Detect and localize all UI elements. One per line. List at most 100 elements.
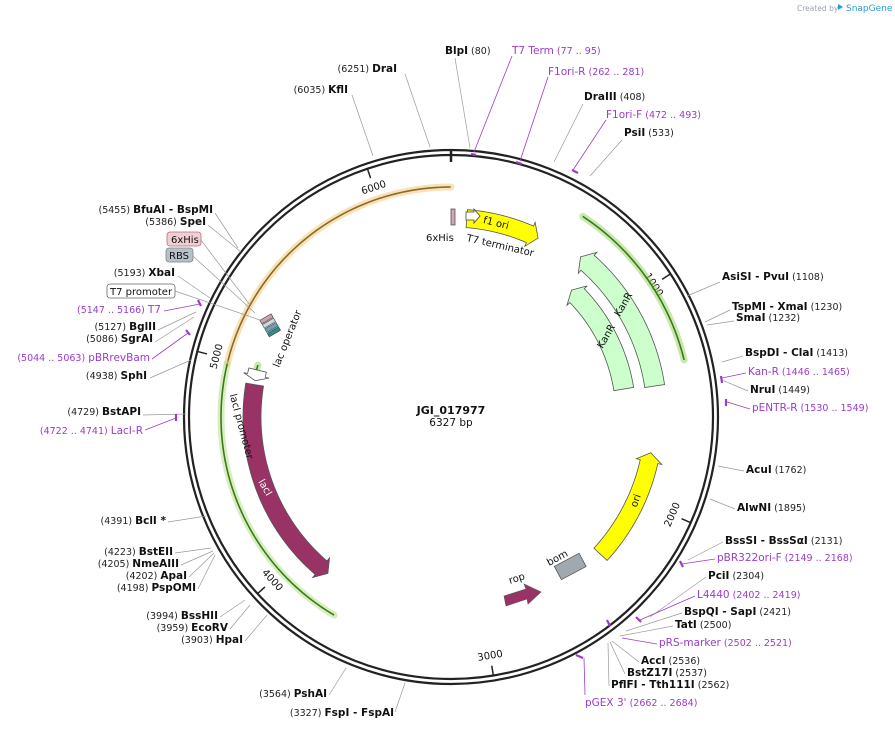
leader-line	[611, 640, 640, 663]
primer-label: (5147 .. 5166) T7	[77, 304, 161, 316]
leader-line	[351, 94, 374, 157]
ruler-tick	[257, 586, 266, 595]
site-label: PsiI (533)	[624, 127, 674, 139]
site-label: BlpI (80)	[445, 45, 491, 57]
credit-brand: SnapGene	[846, 4, 893, 14]
leader-rbs	[192, 255, 256, 314]
feature-arrow-kanr	[566, 285, 635, 392]
primer-mark	[515, 160, 523, 166]
leader-line	[721, 379, 749, 392]
primer-mark	[571, 169, 579, 174]
leader-line	[394, 682, 406, 713]
feature-label: ori	[629, 493, 644, 509]
site-label: (3994) BssHII	[146, 610, 218, 622]
leader-line	[207, 224, 242, 253]
ruler-tick	[197, 350, 208, 355]
leader-line	[197, 554, 216, 590]
leader-line	[454, 57, 471, 149]
site-label: PciI (2304)	[708, 570, 764, 582]
leader-line	[214, 212, 239, 249]
primer-mark	[575, 653, 584, 660]
leader-line	[607, 642, 610, 687]
site-label: (4202) ApaI	[126, 570, 187, 582]
site-label: (5193) XbaI	[114, 267, 175, 279]
site-label: DraIII (408)	[584, 91, 645, 103]
snapgene-logo-icon	[838, 4, 843, 10]
site-label: BspDI - ClaI (1413)	[745, 347, 848, 359]
primer-label: T7 Term (77 .. 95)	[511, 45, 601, 57]
plasmid-length: 6327 bp	[429, 417, 473, 429]
primer-mark	[635, 616, 642, 623]
site-label: (5086) SgrAI	[86, 333, 153, 345]
orf-arcs	[217, 183, 688, 619]
primer-label: pGEX 3' (2662 .. 2684)	[585, 697, 697, 709]
primer-mark	[679, 560, 684, 568]
box-rbs	[165, 247, 194, 263]
ruler-tick	[490, 665, 495, 676]
site-label: AlwNI (1895)	[737, 502, 806, 514]
leader-line	[229, 604, 251, 630]
primer-mark	[606, 619, 611, 627]
feature-arrow-laci	[242, 382, 331, 579]
leader-line	[180, 550, 214, 566]
site-label: (4729) BstAPI	[67, 406, 141, 418]
site-label: (3903) HpaI	[181, 634, 243, 646]
feature-arrow-laci-promoter	[243, 367, 270, 382]
leader-line	[404, 73, 431, 148]
t7-terminator-glyph	[465, 207, 481, 225]
primer-leader	[726, 401, 751, 410]
credit-prefix: Created by	[797, 4, 839, 13]
orf-line	[220, 363, 335, 616]
box-t7-promoter-label: T7 promoter	[109, 287, 173, 298]
site-label: (4198) PspOMI	[117, 582, 196, 594]
primer-leader	[639, 595, 696, 621]
site-label: (6251) DraI	[338, 63, 398, 75]
leader-line	[244, 614, 268, 642]
site-label: SmaI (1232)	[736, 312, 800, 324]
ruler-tick-label: 2000	[663, 501, 683, 529]
ruler-tick-label: 3000	[477, 649, 504, 664]
his-tag-marker	[450, 208, 456, 226]
orf-glow	[223, 183, 455, 368]
leader-line	[167, 515, 207, 523]
primer-label: pRS-marker (2502 .. 2521)	[659, 637, 792, 649]
leader-line	[149, 359, 192, 379]
ruler-tick	[366, 168, 372, 179]
feature-arrow-f1-ori	[465, 209, 539, 248]
primer-leader	[163, 303, 201, 312]
ruler-tick	[681, 517, 692, 524]
lac-operator-glyph	[259, 313, 281, 338]
leader-line	[625, 612, 683, 632]
primer-leader	[721, 372, 747, 379]
leader-line	[704, 309, 731, 323]
site-label: (5127) BglII	[94, 321, 156, 333]
site-label: TspMI - XmaI (1230)	[732, 301, 842, 313]
site-label: AccI (2536)	[641, 655, 700, 667]
bom-box	[553, 552, 587, 581]
primer-leader	[681, 558, 716, 565]
site-label: (4391) BclI *	[101, 515, 167, 527]
rop-arrow	[503, 583, 542, 607]
leader-line	[619, 625, 674, 637]
box-6xhis-label: 6xHis	[171, 235, 199, 246]
site-label: (3564) PshAI	[259, 688, 327, 700]
primer-label: (4722 .. 4741) LacI-R	[40, 425, 143, 437]
leader-line	[649, 576, 707, 618]
primer-mark	[719, 375, 724, 384]
leader-line	[721, 355, 744, 363]
primer-label: L4440 (2402 .. 2419)	[697, 589, 800, 601]
primer-marks: T7 Term (77 .. 95)F1ori-R (262 .. 281)F1…	[17, 45, 868, 709]
site-label: (5386) SpeI	[145, 216, 206, 228]
orf-line	[582, 215, 685, 361]
site-label: BssSI - BssSαI (2131)	[725, 535, 842, 547]
orf-line	[226, 186, 451, 365]
leader-line	[609, 641, 626, 675]
primer-leader	[519, 76, 549, 162]
box-6xhis	[166, 231, 202, 247]
leader-line	[706, 320, 735, 326]
feature-arrow-kanr	[577, 251, 666, 389]
restriction-site-labels: (6251) DraI(6035) KflI(5455) BfuAI - Bsp…	[67, 45, 848, 719]
his-tag-glyph	[450, 208, 456, 226]
label-6xhis: 6xHis	[426, 233, 454, 244]
